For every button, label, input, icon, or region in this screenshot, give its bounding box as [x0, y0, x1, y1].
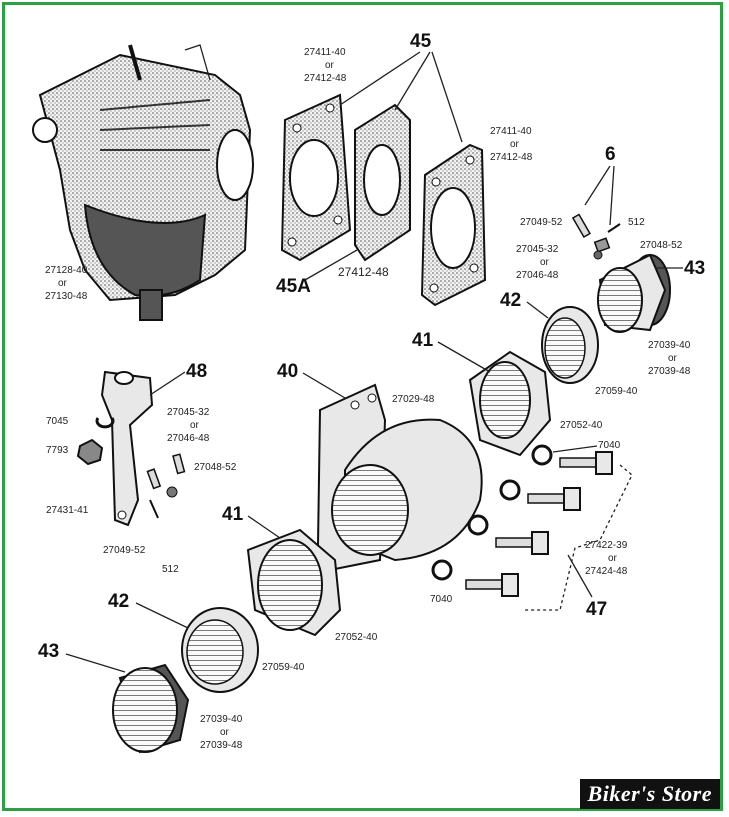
- carb-part-number-2: 27130-48: [45, 291, 88, 302]
- nut-43-bottom-icon: [112, 663, 190, 754]
- manifold-icon: [316, 383, 483, 572]
- callout-43-top: 43: [684, 258, 705, 279]
- ring-42-bottom-part: 27059-40: [262, 662, 305, 673]
- callout-42-top: 42: [500, 290, 521, 311]
- washer-7040-bottom-part: 7040: [430, 594, 453, 605]
- gasket-left-part-1: 27411-40: [304, 47, 346, 58]
- clip-7045-part: 7045: [46, 416, 69, 427]
- bracket-washer-part: 27048-52: [194, 462, 237, 473]
- gasket-right-part-2: 27412-48: [490, 152, 533, 163]
- screw-6-part-2: 27046-48: [516, 270, 559, 281]
- callout-40: 40: [277, 361, 298, 382]
- gasket-right-icon: [420, 143, 487, 307]
- bracket-part-number: 27431-41: [46, 505, 89, 516]
- bracket-screw-part-2: 27046-48: [167, 433, 210, 444]
- ring-42-top-part: 27059-40: [595, 386, 638, 397]
- bolt-47-part-2: 27424-48: [585, 566, 628, 577]
- nut-43-top-or: or: [668, 353, 678, 364]
- nut-7793-part: 7793: [46, 445, 69, 456]
- gasket-left-icon: [280, 93, 352, 262]
- callout-43-bottom: 43: [38, 641, 59, 662]
- callout-41-bottom: 41: [222, 504, 244, 525]
- pin-6-part: 512: [628, 217, 645, 228]
- gasket-left-part-2: 27412-48: [304, 73, 347, 84]
- store-watermark: Biker's Store: [579, 779, 720, 809]
- carburetor-icon: [32, 44, 254, 321]
- bracket-screw-or: or: [190, 420, 200, 431]
- carb-part-or: or: [58, 278, 68, 289]
- gasket-right-or: or: [510, 139, 520, 150]
- nut-43-top-part-2: 27039-48: [648, 366, 691, 377]
- callout-48: 48: [186, 361, 207, 382]
- nut-43-bottom-part-1: 27039-40: [200, 714, 243, 725]
- nut-41-top-part: 27052-40: [560, 420, 603, 431]
- bolt-47-or: or: [608, 553, 618, 564]
- callout-45a: 45A: [276, 276, 311, 297]
- gasket-left-or: or: [325, 60, 335, 71]
- ring-42-top-icon: [541, 306, 599, 384]
- nut-41-bottom-icon: [246, 528, 342, 637]
- nut-43-bottom-part-2: 27039-48: [200, 740, 243, 751]
- bolt-6-part: 27049-52: [520, 217, 563, 228]
- manifold-part: 27029-48: [392, 394, 435, 405]
- screw-6-or: or: [540, 257, 550, 268]
- bracket-icon: [100, 370, 154, 527]
- callout-41-top: 41: [412, 330, 434, 351]
- washer-6-part: 27048-52: [640, 240, 683, 251]
- bolt-icon: [571, 213, 621, 260]
- nut-43-top-icon: [597, 253, 671, 333]
- diagram-frame: [2, 2, 723, 811]
- gasket-right-part-1: 27411-40: [490, 126, 532, 137]
- bracket-screw-part-1: 27045-32: [167, 407, 210, 418]
- bolt-set-47-icon: [431, 444, 613, 597]
- nut-43-top-part-1: 27039-40: [648, 340, 691, 351]
- bracket-hardware-icon: [76, 417, 186, 519]
- bracket-pin-part: 512: [162, 564, 179, 575]
- nut-43-bottom-or: or: [220, 727, 230, 738]
- spacer-45a-icon: [354, 103, 411, 262]
- carb-part-number-1: 27128-40: [45, 265, 88, 276]
- ring-42-bottom-icon: [181, 607, 259, 693]
- nut-41-bottom-part: 27052-40: [335, 632, 378, 643]
- callout-47: 47: [586, 599, 607, 620]
- bracket-bolt-part: 27049-52: [103, 545, 146, 556]
- screw-6-part-1: 27045-32: [516, 244, 559, 255]
- washer-7040-top-part: 7040: [598, 440, 621, 451]
- nut-41-top-icon: [468, 350, 552, 457]
- callout-6: 6: [605, 144, 616, 165]
- callout-45: 45: [410, 31, 432, 52]
- callout-42-bottom: 42: [108, 591, 129, 612]
- spacer-part-number: 27412-48: [338, 265, 389, 279]
- bolt-47-part-1: 27422-39: [585, 540, 628, 551]
